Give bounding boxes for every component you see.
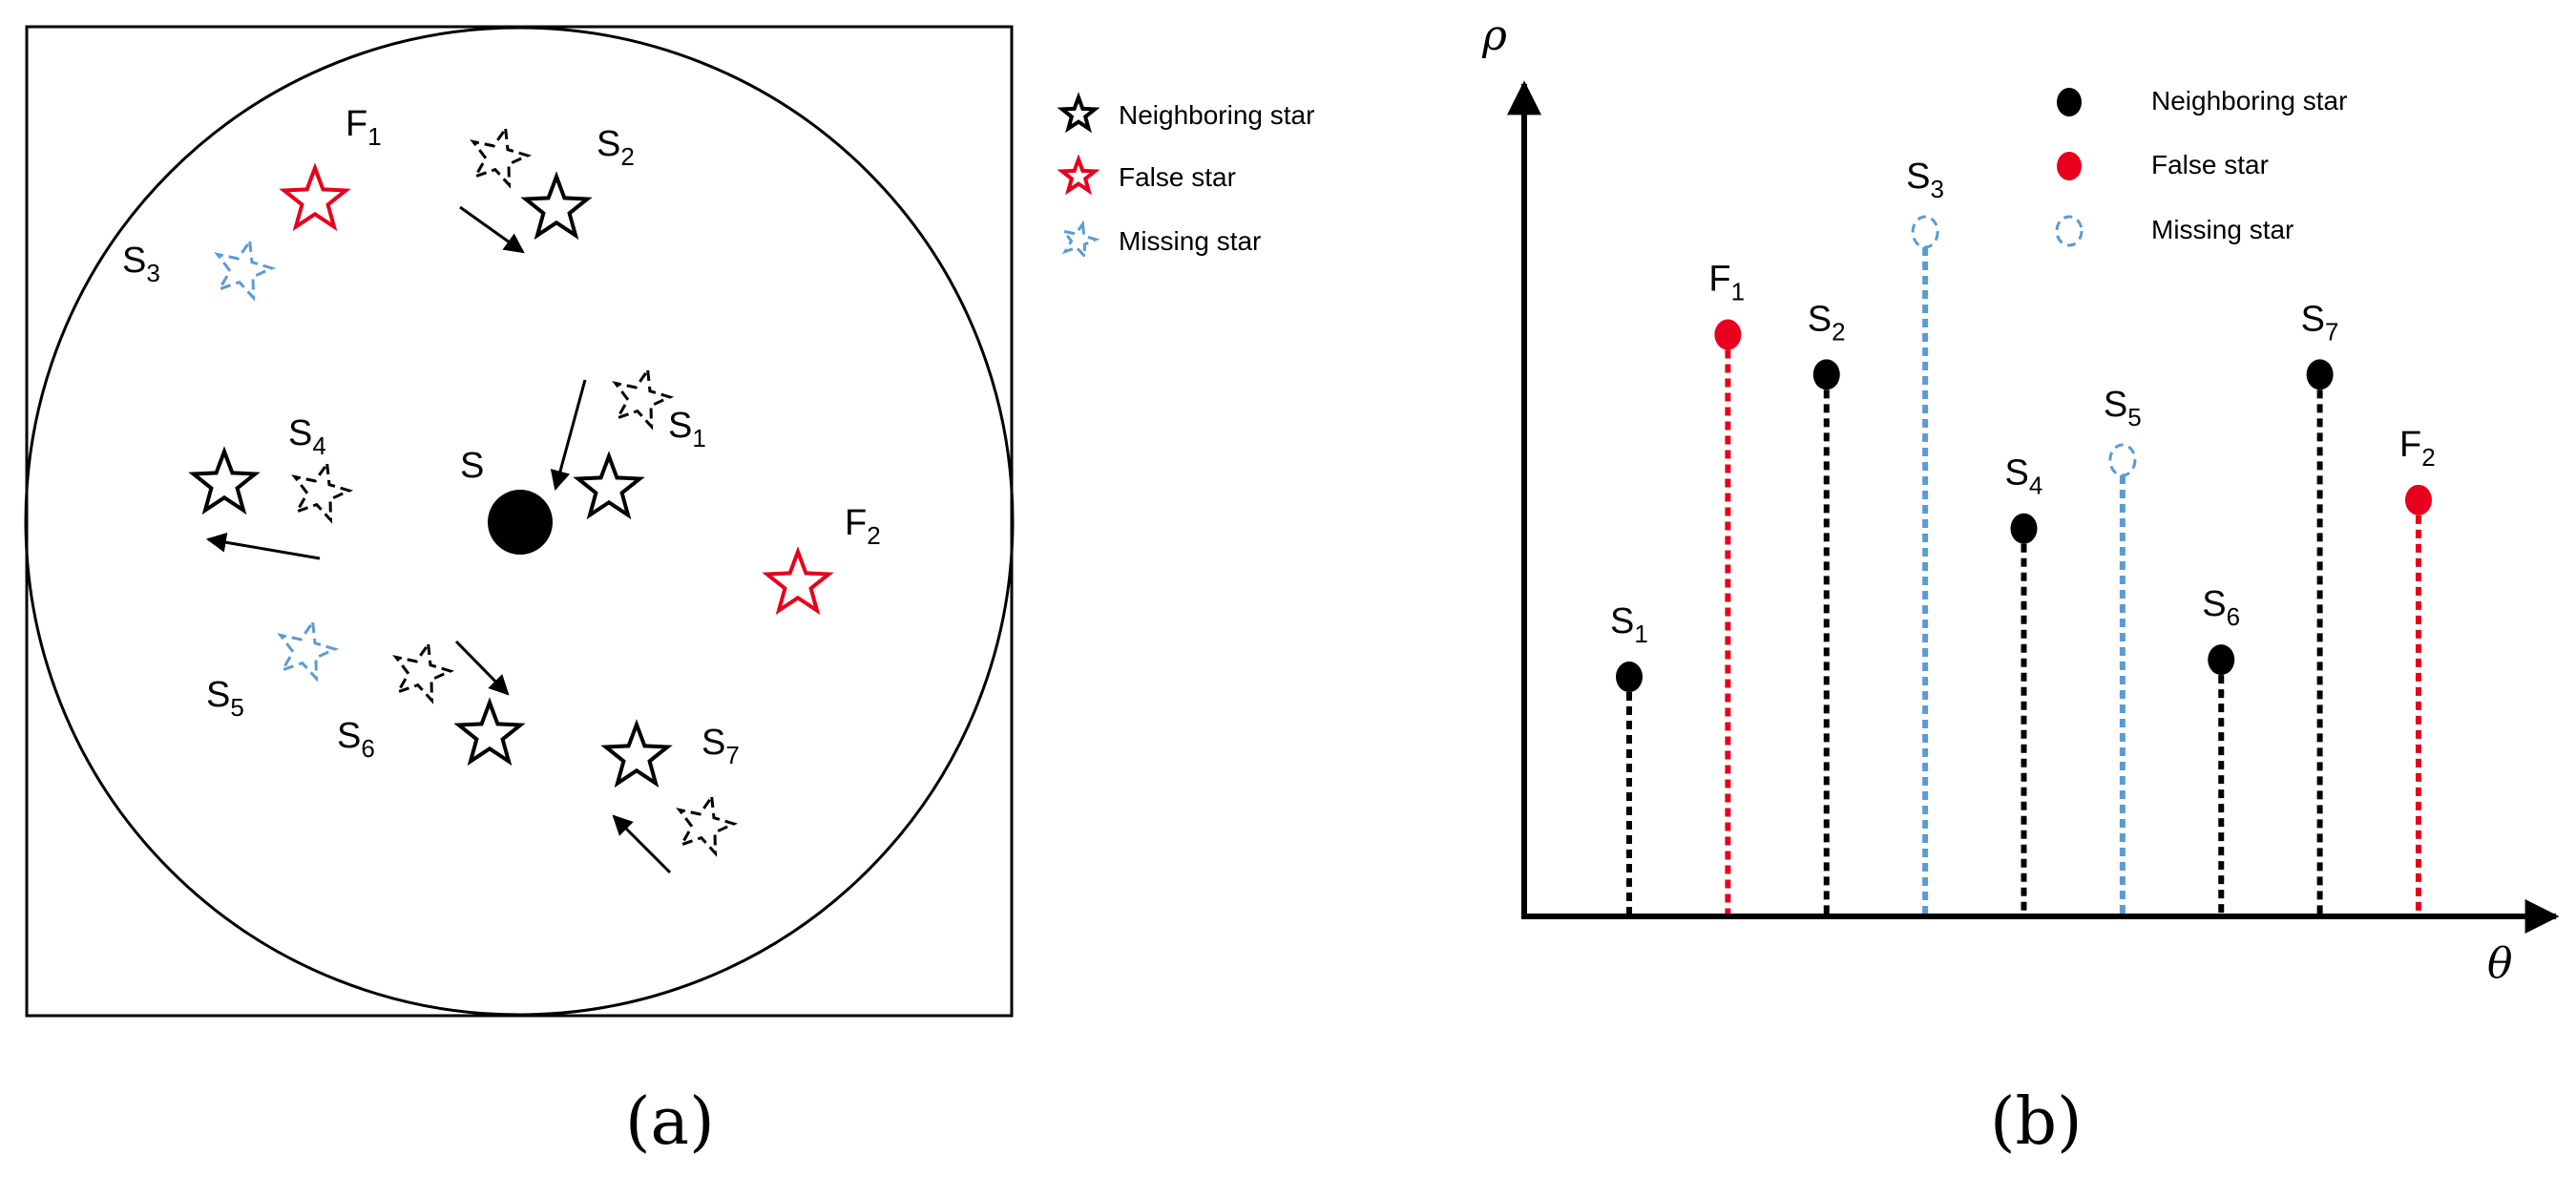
star-s4-observed-icon	[188, 446, 261, 515]
stem-f2-label: F2	[2399, 425, 2436, 472]
panel-a-caption: (a)	[625, 1084, 715, 1160]
stem-s1-label: S1	[1610, 601, 1648, 648]
field-of-view-circle	[24, 26, 1015, 1017]
star-s4-reference-icon	[291, 459, 354, 524]
legend-a-neighboring-label: Neighboring star	[1119, 100, 1314, 130]
main-star-label: S	[460, 446, 484, 486]
stem-f2-marker	[2405, 484, 2432, 515]
star-s2-reference-icon	[470, 124, 533, 189]
stem-s7-label: S7	[2301, 299, 2339, 346]
legend-a-icons	[1057, 92, 1100, 261]
panel-b-caption: (b)	[1990, 1084, 2083, 1160]
star-f1-observed-icon	[279, 162, 351, 232]
legend-a-missing-label: Missing star	[1119, 226, 1261, 256]
star-s6-label: S6	[337, 716, 375, 763]
stem-s6-marker	[2208, 644, 2235, 676]
stem-s5-marker	[2108, 443, 2137, 477]
legend-b-neighboring-label: Neighboring star	[2151, 86, 2347, 116]
motion-arrow-s2	[459, 205, 525, 254]
stem-s4-label: S4	[2005, 453, 2043, 500]
star-s3-reference-icon	[214, 237, 277, 302]
star-f2-label: F2	[845, 503, 881, 550]
star-s6-observed-icon	[453, 697, 526, 767]
legend-a-false-label: False star	[1119, 162, 1236, 192]
stem-s2-label: S2	[1808, 299, 1846, 346]
stem-f1-marker	[1714, 319, 1742, 350]
legend-a-missing-icon	[1060, 220, 1100, 261]
star-f2-observed-icon	[762, 546, 834, 616]
stem-s5-label: S5	[2104, 385, 2142, 431]
star-s3-label: S3	[122, 241, 160, 287]
star-s6-reference-icon	[392, 640, 455, 704]
stem-s2-marker	[1812, 359, 1840, 390]
theta-axis-label: θ	[2487, 939, 2513, 988]
stem-f1-label: F1	[1708, 260, 1745, 306]
star-group	[188, 124, 834, 857]
motion-arrow-s4	[205, 532, 321, 560]
star-s1-observed-icon	[573, 451, 645, 520]
star-s4-label: S4	[288, 413, 326, 460]
stem-s3-label: S3	[1906, 157, 1944, 203]
star-s2-label: S2	[597, 124, 635, 171]
legend-b-false-label: False star	[2151, 150, 2269, 179]
star-s1-label: S1	[668, 406, 706, 452]
star-s1-reference-icon	[612, 366, 675, 431]
stem-s4-marker	[2010, 513, 2038, 544]
star-s2-observed-icon	[520, 171, 593, 241]
legend-b-neighboring-marker	[2057, 88, 2082, 116]
stem-s7-marker	[2306, 359, 2334, 390]
motion-arrow-group	[205, 205, 672, 874]
star-s7-reference-icon	[676, 792, 739, 857]
legend-b-false-marker	[2057, 152, 2082, 180]
legend-b-missing-label: Missing star	[2151, 215, 2293, 244]
legend-b: Neighboring star False star Missing star	[2055, 86, 2347, 247]
rho-axis-label: ρ	[1481, 11, 1507, 60]
motion-arrow-s6	[454, 640, 510, 696]
star-s5-label: S5	[206, 675, 244, 722]
legend-a: Neighboring star False star Missing star	[1057, 92, 1314, 261]
stem-s6-label: S6	[2202, 584, 2240, 631]
star-s5-reference-icon	[277, 618, 340, 683]
legend-a-neighboring-icon	[1057, 92, 1100, 134]
main-star-dot	[488, 490, 553, 555]
legend-b-missing-marker	[2055, 215, 2084, 247]
stem-s3-marker	[1911, 215, 1939, 249]
star-f1-label: F1	[346, 104, 382, 151]
star-s7-observed-icon	[600, 719, 673, 788]
motion-arrow-s7	[612, 814, 672, 874]
legend-a-false-icon	[1057, 154, 1100, 196]
star-s7-label: S7	[702, 723, 740, 769]
stem-s1-marker	[1616, 662, 1643, 693]
motion-arrow-s1	[550, 379, 587, 492]
